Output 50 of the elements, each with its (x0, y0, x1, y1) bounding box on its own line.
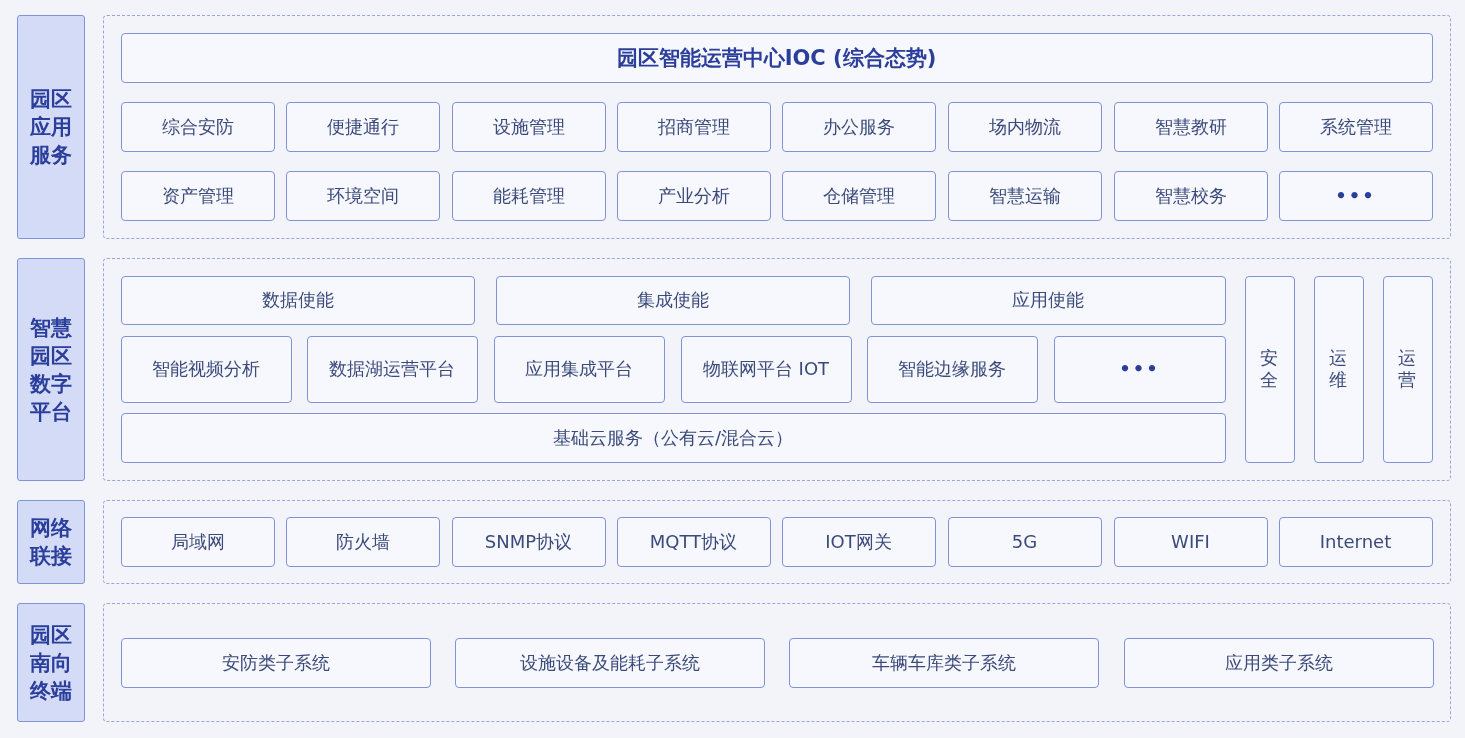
module-box: 局域网 (120, 516, 275, 567)
module-box: 场内物流 (947, 101, 1102, 152)
module-box: 智慧教研 (1113, 101, 1268, 152)
module-box: 智能视频分析 (120, 335, 292, 403)
layer-panel (103, 15, 1451, 239)
module-box: 数据使能 (120, 275, 475, 325)
module-box: 集成使能 (495, 275, 850, 325)
title-box: 园区智能运营中心IOC (综合态势) (120, 32, 1433, 83)
module-box: MQTT协议 (616, 516, 771, 567)
module-box: IOT网关 (781, 516, 936, 567)
module-box: 防火墙 (285, 516, 440, 567)
module-box: 运营 (1382, 275, 1433, 463)
module-box: 系统管理 (1278, 101, 1433, 152)
module-box: 智慧运输 (947, 170, 1102, 221)
module-box: 设施设备及能耗子系统 (454, 637, 765, 688)
module-box: 办公服务 (781, 101, 936, 152)
module-box: 智慧校务 (1113, 170, 1268, 221)
module-box: 仓储管理 (781, 170, 936, 221)
layer-label: 网络联接 (17, 500, 85, 584)
layer-label: 智慧园区数字平台 (17, 258, 85, 481)
layer-panel (103, 258, 1451, 481)
module-box: 5G (947, 516, 1102, 567)
module-box: 智能边缘服务 (866, 335, 1038, 403)
module-box: ••• (1053, 335, 1226, 403)
module-box: 车辆车库类子系统 (788, 637, 1099, 688)
module-box: 应用类子系统 (1123, 637, 1434, 688)
module-box: 资产管理 (120, 170, 275, 221)
module-box: 环境空间 (285, 170, 440, 221)
module-box: 产业分析 (616, 170, 771, 221)
layer-label: 园区应用服务 (17, 15, 85, 239)
module-box: 招商管理 (616, 101, 771, 152)
module-box: ••• (1278, 170, 1433, 221)
module-box: 基础云服务（公有云/混合云） (120, 412, 1226, 463)
module-box: 能耗管理 (451, 170, 606, 221)
module-box: 数据湖运营平台 (306, 335, 478, 403)
module-box: 运维 (1313, 275, 1364, 463)
module-box: SNMP协议 (451, 516, 606, 567)
layer-label: 园区南向终端 (17, 603, 85, 722)
module-box: WIFI (1113, 516, 1268, 567)
module-box: 便捷通行 (285, 101, 440, 152)
layer-panel (103, 500, 1451, 584)
module-box: 设施管理 (451, 101, 606, 152)
layer-panel (103, 603, 1451, 722)
module-box: 安防类子系统 (120, 637, 431, 688)
module-box: 安全 (1244, 275, 1295, 463)
module-box: 物联网平台 IOT (680, 335, 852, 403)
module-box: 应用使能 (870, 275, 1226, 325)
module-box: 综合安防 (120, 101, 275, 152)
module-box: Internet (1278, 516, 1433, 567)
module-box: 应用集成平台 (493, 335, 665, 403)
